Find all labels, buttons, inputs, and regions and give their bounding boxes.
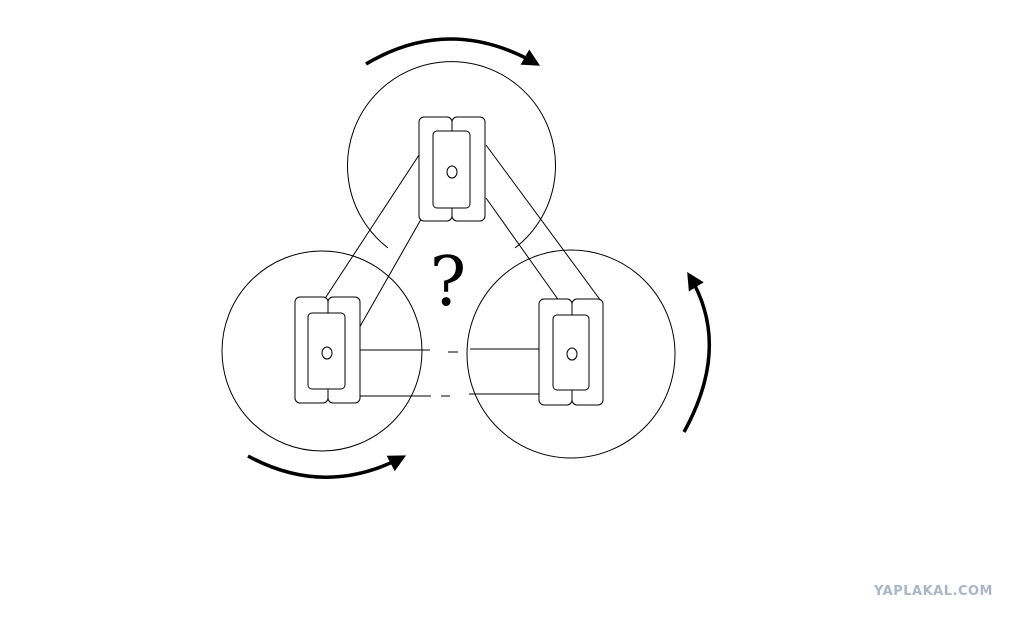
top-axle-icon <box>446 165 458 179</box>
right-axle-icon <box>566 347 578 361</box>
left-rotation-circle <box>221 250 423 452</box>
bottom-rotation-arrow-icon <box>247 454 407 479</box>
right-rotation-arrow-icon <box>682 272 711 433</box>
top-rotation-circle <box>347 61 556 249</box>
top-rotation-arrow-icon <box>365 37 541 66</box>
right-rotation-circle <box>466 249 676 459</box>
connecting-rods <box>323 144 602 397</box>
right-wheel-unit <box>538 298 604 406</box>
top-wheel-unit <box>418 116 486 222</box>
left-axle-icon <box>321 346 333 360</box>
center-question-mark: ? <box>430 243 466 322</box>
watermark: YAPLAKAL.COM <box>874 584 993 599</box>
left-wheel-unit <box>294 296 361 404</box>
